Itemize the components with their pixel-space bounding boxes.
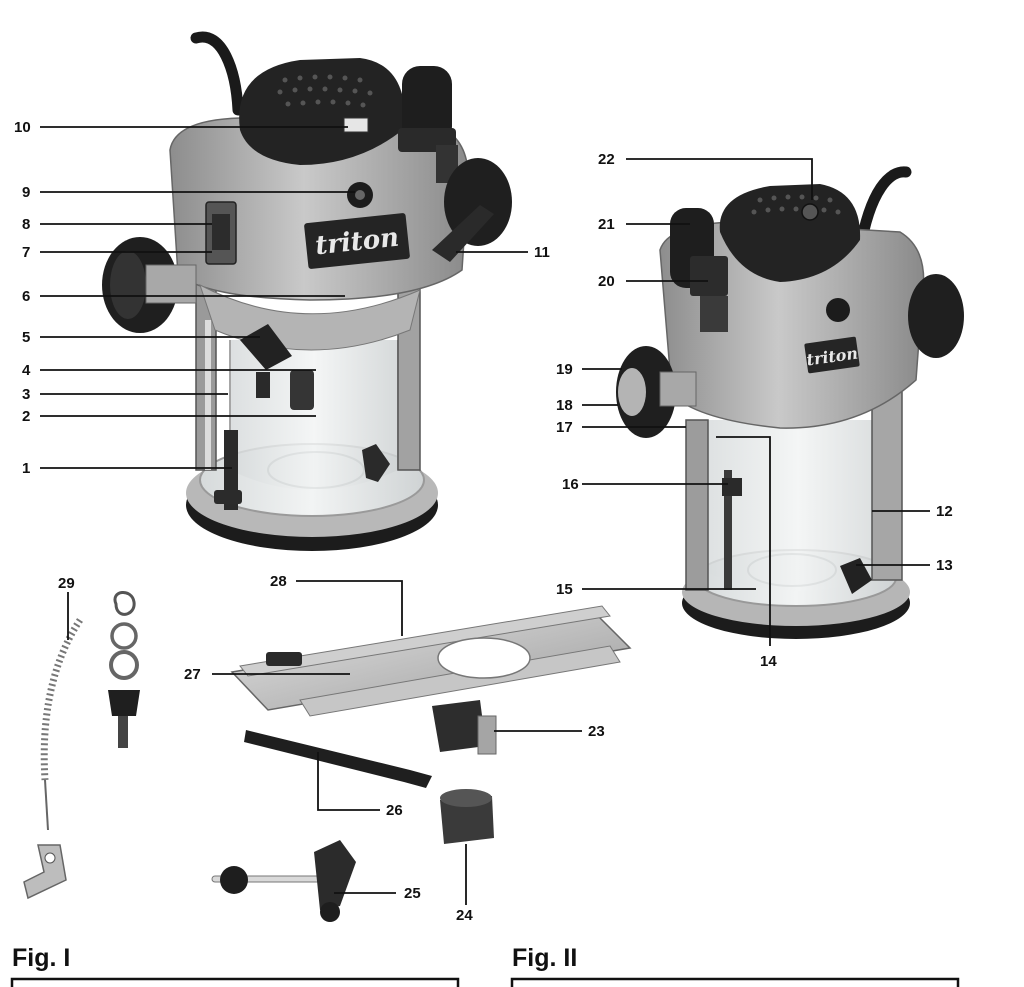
callout-23: 23 [588, 723, 605, 740]
callout-21: 21 [598, 216, 615, 233]
callout-15: 15 [556, 581, 573, 598]
callout-11: 11 [534, 244, 550, 261]
fig-1-label: Fig. I [12, 944, 70, 972]
callout-8: 8 [22, 216, 30, 233]
callout-20: 20 [598, 273, 615, 290]
callout-24: 24 [456, 907, 473, 924]
callout-labels: 10 9 8 7 6 5 4 3 2 1 11 22 21 20 19 18 1… [14, 119, 953, 924]
accessories-illustration [23, 591, 632, 922]
callout-5: 5 [22, 329, 30, 346]
callout-9: 9 [22, 184, 30, 201]
callout-22: 22 [598, 151, 615, 168]
callout-29: 29 [58, 575, 75, 592]
callout-12: 12 [936, 503, 953, 520]
callout-14: 14 [760, 653, 777, 670]
router-fig1-illustration: triton [102, 31, 512, 551]
callout-25: 25 [404, 885, 421, 902]
callout-17: 17 [556, 419, 573, 436]
callout-6: 6 [22, 288, 30, 305]
fig-2-label: Fig. II [512, 944, 577, 972]
router-fig2-illustration: triton [616, 166, 964, 639]
callout-13: 13 [936, 557, 953, 574]
callout-4: 4 [22, 362, 31, 379]
fig-1-frame [10, 977, 460, 987]
callout-3: 3 [22, 386, 30, 403]
callout-28: 28 [270, 573, 287, 590]
callout-18: 18 [556, 397, 573, 414]
leader-lines [40, 126, 930, 905]
callout-16: 16 [562, 476, 579, 493]
callout-27: 27 [184, 666, 201, 683]
callout-19: 19 [556, 361, 573, 378]
callout-1: 1 [22, 460, 30, 477]
callout-7: 7 [22, 244, 30, 261]
callout-2: 2 [22, 408, 30, 425]
callout-10: 10 [14, 119, 31, 136]
fig-2-frame [510, 977, 960, 987]
callout-26: 26 [386, 802, 403, 819]
